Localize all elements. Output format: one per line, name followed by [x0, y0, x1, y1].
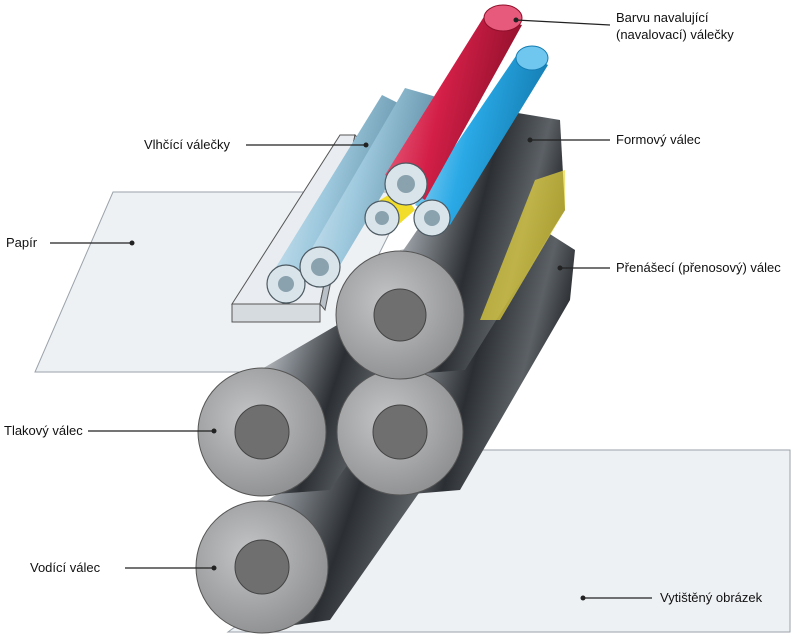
dampening-roller-2 [299, 88, 440, 288]
plate-cylinder-face [335, 250, 465, 380]
label-ink-rollers-line1: Barvu navalující [616, 10, 709, 25]
ink-roller-cyan [413, 45, 549, 237]
leader-dampening-rollers [246, 142, 369, 148]
label-impression-cylinder: Tlakový válec [4, 423, 83, 438]
label-blanket-cylinder: Přenášecí (přenosový) válec [616, 260, 781, 275]
impression-cylinder-face [197, 367, 327, 497]
label-paper: Papír [6, 235, 38, 250]
leader-paper [50, 240, 135, 246]
label-dampening-rollers: Vlhčící válečky [144, 137, 230, 152]
ink-roller-magenta [384, 4, 523, 206]
leader-blanket-cylinder [557, 265, 610, 271]
label-guide-roller: Vodící válec [30, 560, 101, 575]
leader-impression-cylinder [88, 428, 217, 434]
plate-cylinder-yellow-edge [480, 170, 565, 320]
leader-plate-cylinder [527, 137, 610, 143]
label-plate-cylinder: Formový válec [616, 132, 701, 147]
leader-ink-rollers [513, 17, 611, 26]
leader-printed-image [580, 595, 652, 601]
label-ink-rollers-line2: (navalovací) válečky [616, 27, 734, 42]
leader-guide-roller [125, 565, 217, 571]
guide-roller-face [195, 500, 329, 634]
blanket-cylinder-face [336, 368, 464, 496]
label-printed-image: Vytištěný obrázek [660, 590, 763, 605]
